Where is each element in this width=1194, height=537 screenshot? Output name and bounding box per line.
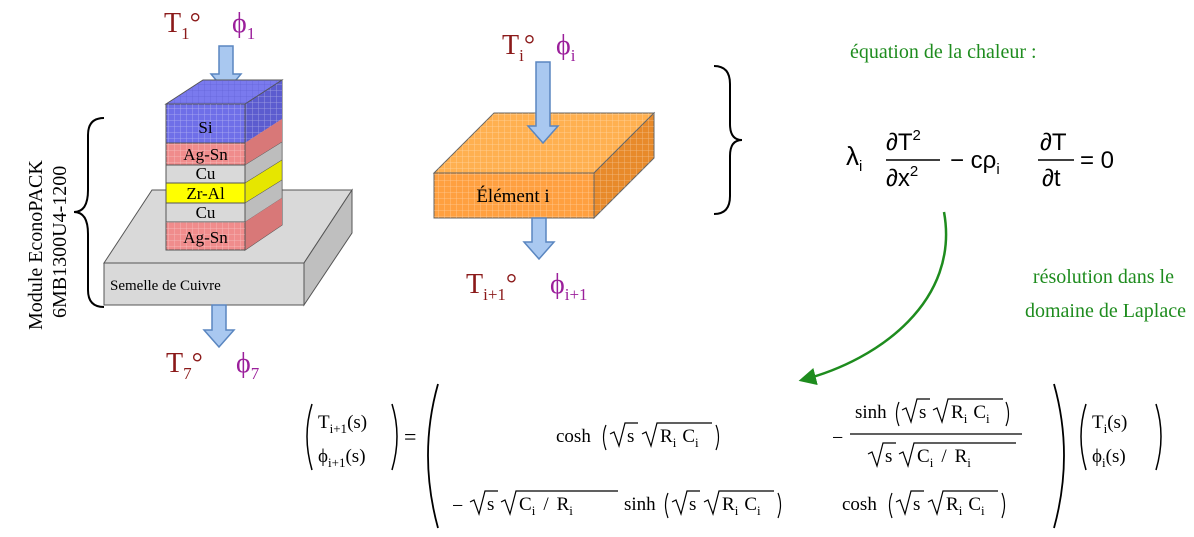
layer-zral-label: Zr-Al	[186, 184, 225, 203]
element-output-arrow	[522, 217, 556, 261]
svg-text:s: s	[919, 402, 926, 423]
svg-text:s: s	[487, 494, 494, 515]
laplace-arrow	[798, 211, 948, 385]
svg-text:= 0: = 0	[1080, 147, 1114, 174]
svg-text:∂t: ∂t	[1042, 165, 1061, 192]
svg-text:T1°: T1°	[164, 8, 201, 43]
module-name-line2: 6MB1300U4-1200	[49, 166, 71, 318]
heat-equation-title: équation de la chaleur :	[850, 41, 1037, 63]
svg-text:∂T2: ∂T2	[886, 127, 921, 156]
svg-text:Ci/Ri: Ci/Ri	[519, 494, 573, 518]
svg-text:sinh: sinh	[624, 494, 656, 515]
svg-text:Ci/Ri: Ci/Ri	[917, 446, 971, 470]
svg-text:cosh: cosh	[842, 494, 877, 515]
svg-text:Ti+1°: Ti+1°	[466, 269, 517, 304]
svg-text:ϕ7: ϕ7	[236, 348, 260, 383]
module-name: Module EconoPACK 6MB1300U4-1200	[25, 160, 71, 330]
stack-bottom-flux: ϕ7	[236, 348, 260, 383]
element-top-flux: ϕi	[556, 30, 576, 65]
stack-top-flux: ϕ1	[232, 8, 255, 43]
element-bottom-flux: ϕi+1	[550, 269, 588, 304]
stack-output-arrow	[202, 304, 236, 349]
svg-text:s: s	[913, 494, 920, 515]
svg-text:Ti°: Ti°	[502, 30, 535, 65]
svg-text:s: s	[689, 494, 696, 515]
layer-cu-bottom-label: Cu	[196, 203, 216, 222]
layer-agsn-top: Ag-Sn	[165, 142, 246, 166]
svg-text:−: −	[832, 427, 843, 449]
layer-zral: Zr-Al	[165, 182, 246, 204]
laplace-note-line1: résolution dans le	[1033, 266, 1174, 288]
layer-agsn-bottom: Ag-Sn	[165, 221, 246, 251]
svg-text:T7°: T7°	[166, 348, 203, 383]
rhs-top: Ti(s)	[1092, 412, 1127, 436]
svg-text:ϕi: ϕi	[556, 30, 576, 65]
layer-agsn-top-label: Ag-Sn	[183, 145, 228, 164]
svg-text:∂x2: ∂x2	[886, 163, 918, 192]
lhs-top: Ti+1(s)	[318, 412, 367, 436]
element-input-arrow	[526, 61, 560, 145]
element-top-temperature: Ti°	[502, 30, 535, 65]
svg-text:sinh: sinh	[855, 402, 887, 423]
layer-si-label: Si	[198, 118, 212, 137]
rhs-bottom: ϕi(s)	[1092, 446, 1126, 470]
svg-text:− cρi: − cρi	[950, 147, 1000, 178]
module-name-line1: Module EconoPACK	[25, 160, 47, 330]
layer-cu-top: Cu	[165, 164, 246, 184]
matrix-equals: =	[404, 424, 416, 449]
element-brace	[713, 65, 743, 215]
laplace-note-line2: domaine de Laplace	[1025, 300, 1186, 322]
stack-bottom-temperature: T7°	[166, 348, 203, 383]
layer-cu-bottom: Cu	[165, 202, 246, 223]
svg-text:s: s	[627, 426, 634, 447]
module-brace	[73, 117, 105, 308]
layer-stack: Si Ag-Sn Cu Zr-Al Cu Ag-Sn	[164, 79, 284, 251]
svg-text:ϕ1: ϕ1	[232, 8, 255, 43]
heat-equation: λi ∂T2 ∂x2 − cρi ∂T ∂t = 0	[846, 127, 1114, 192]
svg-text:cosh: cosh	[556, 426, 591, 447]
layer-si: Si	[165, 103, 246, 144]
svg-text:s: s	[885, 446, 892, 467]
baseplate-label: Semelle de Cuivre	[110, 278, 221, 294]
element-bottom-temperature: Ti+1°	[466, 269, 517, 304]
svg-text:ϕi+1: ϕi+1	[550, 269, 588, 304]
svg-text:λi: λi	[846, 141, 862, 175]
lhs-bottom: ϕi+1(s)	[318, 446, 366, 470]
svg-text:−: −	[452, 495, 463, 517]
element-label: Élément i	[476, 185, 549, 207]
stack-top-temperature: T1°	[164, 8, 201, 43]
layer-cu-top-label: Cu	[196, 164, 216, 183]
layer-agsn-bottom-label: Ag-Sn	[183, 228, 228, 247]
svg-text:∂T: ∂T	[1040, 129, 1067, 156]
